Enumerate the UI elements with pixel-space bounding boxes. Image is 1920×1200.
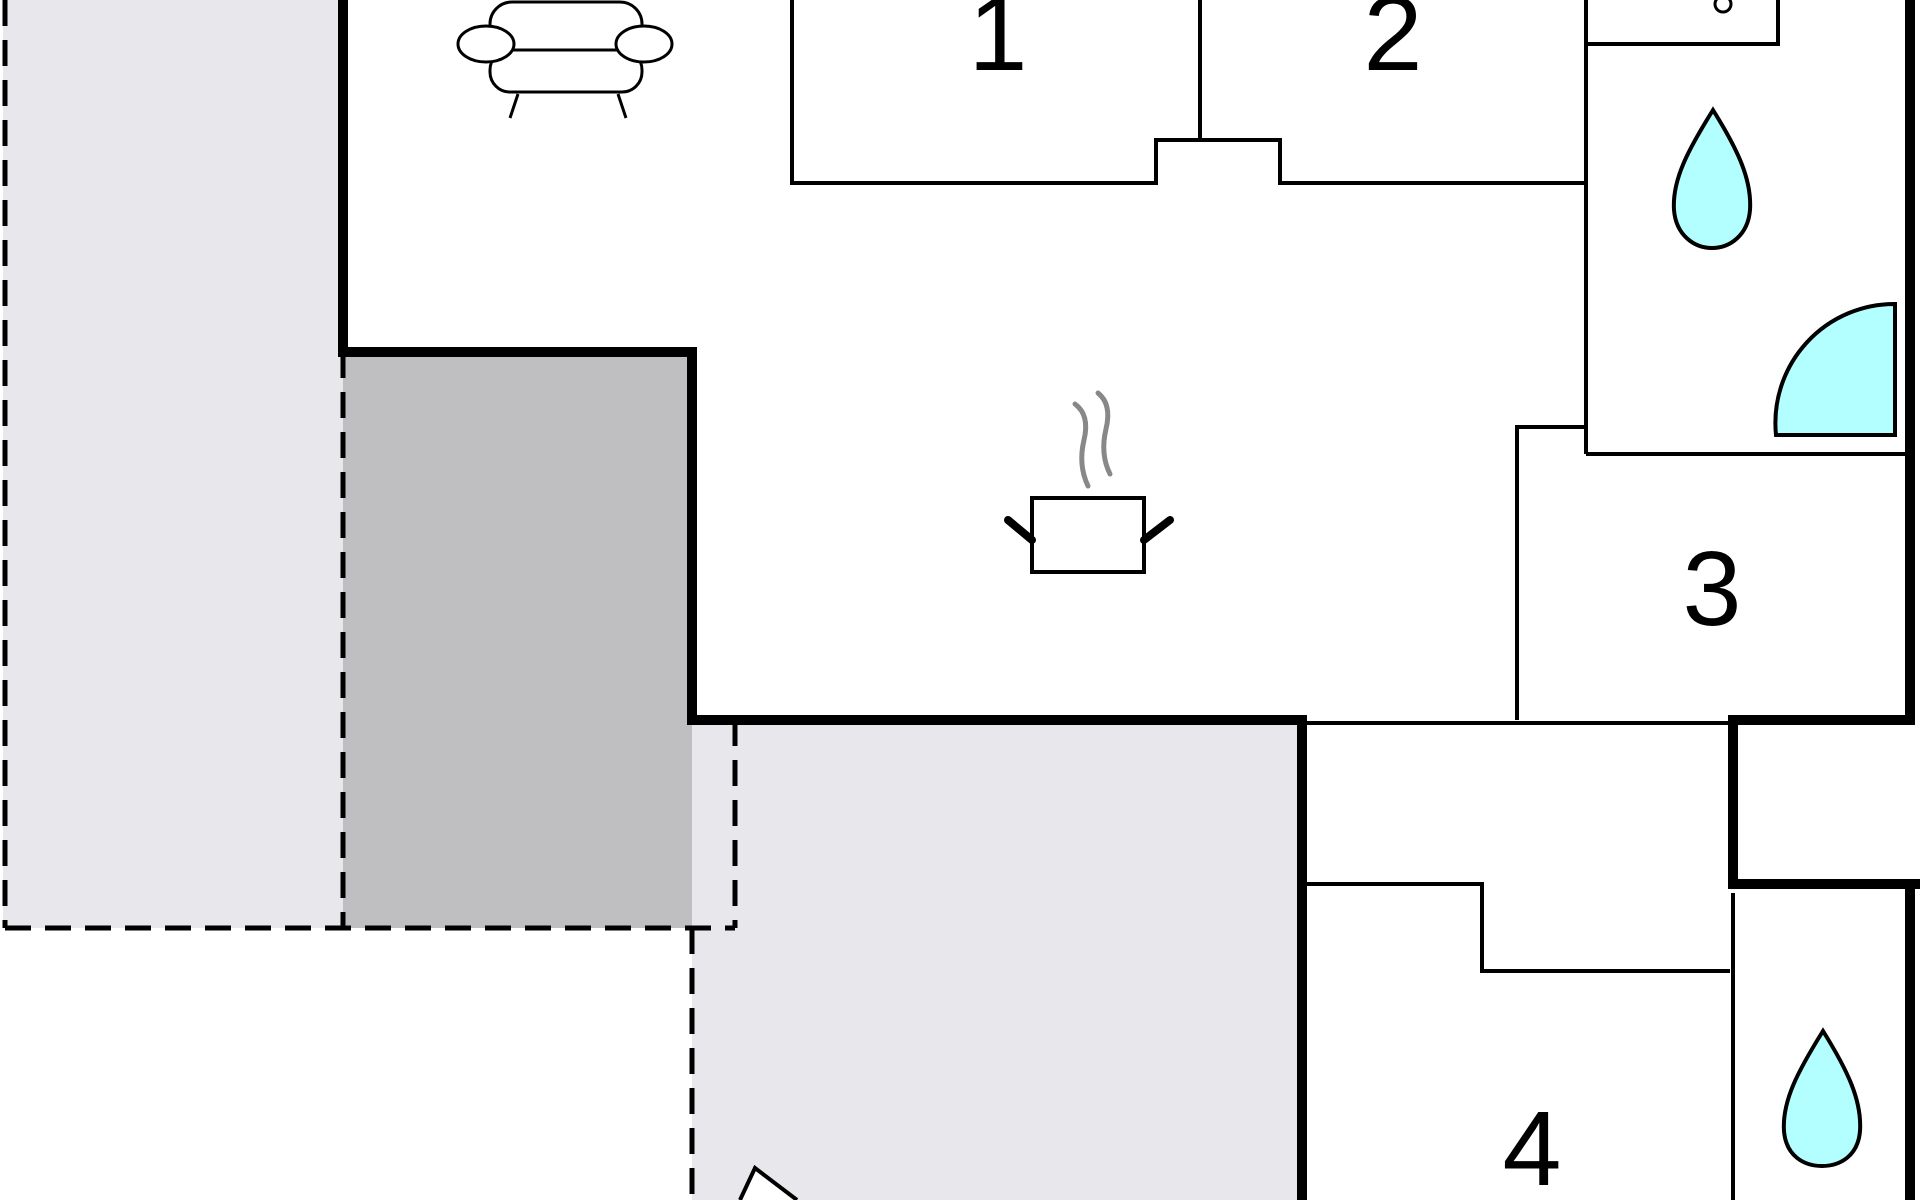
steam-right — [1095, 390, 1113, 477]
floor-main — [343, 0, 1910, 1200]
sofa-arm-left — [456, 24, 516, 64]
room-3-wall — [1515, 425, 1586, 720]
top-right-cabinet — [1584, 0, 1780, 46]
pot-handle-left — [1004, 516, 1036, 544]
terrace-bottom — [692, 720, 1302, 1200]
cooking-pot-icon — [1004, 390, 1174, 574]
sofa-icon — [456, 0, 674, 119]
shower-icon — [1773, 301, 1897, 437]
room-number-2: 2 — [1364, 0, 1423, 93]
outer-walls — [338, 0, 1920, 1200]
sofa-seat — [488, 48, 644, 94]
room-number-3: 3 — [1683, 530, 1742, 648]
sofa-arm-right — [614, 24, 674, 64]
room-number-4: 4 — [1503, 1090, 1562, 1200]
entrance-arrow-icon — [738, 1164, 799, 1200]
outer-wall-left — [338, 0, 1307, 1200]
room-number-1: 1 — [969, 0, 1028, 93]
thermometer-icon — [1713, 0, 1733, 14]
terrace-outlines — [2, 0, 738, 1200]
steam-left — [1072, 401, 1091, 489]
terraces — [3, 0, 1302, 1200]
terrace-left — [3, 0, 343, 928]
pot-handle-right — [1140, 516, 1174, 544]
sofa-leg-right — [616, 93, 628, 119]
water-drop-icon — [1671, 106, 1753, 251]
water-drop-icon-lower — [1781, 1027, 1863, 1169]
bedroom-block-outline — [790, 0, 1584, 185]
sofa-leg-left — [508, 93, 520, 119]
inner-walls — [790, 0, 1910, 1200]
pot-body — [1030, 496, 1146, 574]
room-4-wall — [1306, 882, 1730, 973]
room-labels: 1 2 3 4 — [969, 0, 1742, 1200]
terrace-middle — [343, 352, 735, 928]
outer-wall-right-upper — [1728, 0, 1920, 889]
